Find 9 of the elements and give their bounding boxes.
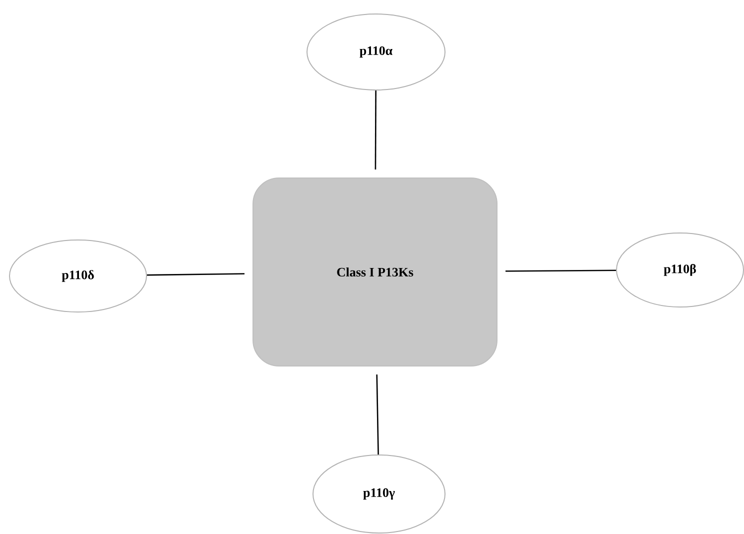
ellipse-node: p110β <box>616 232 744 308</box>
process-box: Class I P13Ks <box>252 178 498 366</box>
connector-line <box>506 270 616 272</box>
ellipse-node: p110δ <box>9 240 147 312</box>
connector-line <box>146 273 245 276</box>
ellipse-node: p110γ <box>312 454 446 534</box>
connector-line <box>376 374 379 455</box>
ellipse-node: p110α <box>306 14 446 90</box>
connector-line <box>374 90 376 170</box>
